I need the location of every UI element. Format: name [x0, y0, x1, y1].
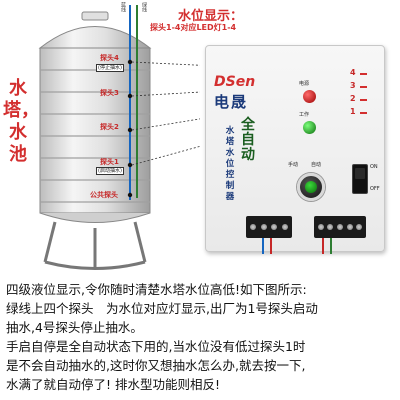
power-led-icon [303, 90, 316, 103]
probe-4-label: 探头4 [100, 54, 119, 62]
red-wire-stub [270, 238, 272, 254]
red-wire-stub-2 [322, 238, 324, 254]
water-level-controller: DSen 电晟 全自动 水塔水位控制器 电源 工作 4 3 2 1 手动 自动 … [205, 45, 385, 252]
level-1-led [360, 112, 367, 114]
description-block: 四级液位显示,令你随时清楚水塔水位高低!如下图所示: 绿线上四个探头 为水位对应… [6, 280, 398, 394]
blue-wire-label: 蓝线 [120, 2, 126, 12]
level-4-number: 4 [350, 68, 356, 77]
description-line-5: 是不会自动抽水的,这时你又想抽水怎么办,就去按一下, [6, 358, 306, 373]
mode-manual-caption: 手动 [288, 162, 299, 168]
tank-dome [38, 26, 152, 49]
brand-logo: DSen [214, 74, 256, 90]
green-wire-label: 绿线 [141, 2, 147, 12]
level-3-led [360, 86, 367, 88]
header-title: 水位显示： [178, 9, 244, 24]
description-line-3: 抽水,4号探头停止抽水。 [6, 320, 143, 335]
probe-3-label: 探头3 [100, 89, 119, 97]
header-subtitle: 探头1-4对应LED灯1-4 [150, 23, 237, 32]
description-line-2: 绿线上四个探头 为水位对应灯显示,出厂为1号探头启动 [6, 301, 318, 316]
work-led-caption: 工作 [299, 112, 310, 118]
level-4-led [360, 73, 367, 75]
power-rocker-switch[interactable] [352, 164, 368, 194]
mode-auto-caption: 自动 [311, 162, 322, 168]
switch-on-caption: ON [370, 164, 378, 170]
brand-name-cn: 电晟 [214, 93, 249, 111]
description-line-4: 手启自停是全自动状态下用的,当水位没有低过探头1时 [6, 339, 306, 354]
terminal-block-left [246, 216, 292, 238]
tank-lid [81, 11, 109, 21]
level-3-number: 3 [350, 81, 356, 90]
terminal-block-right [314, 216, 366, 238]
work-led-icon [303, 121, 316, 134]
description-line-6: 水满了就自动停了! 排水型功能则相反! [6, 377, 220, 392]
tank-side-title: 水塔，水池 [3, 78, 39, 165]
description-line-1: 四级液位显示,令你随时清楚水塔水位高低!如下图所示: [6, 282, 307, 297]
tank-body [39, 47, 151, 214]
level-1-number: 1 [350, 107, 356, 116]
switch-off-caption: OFF [370, 186, 380, 192]
tank-bottom [39, 212, 151, 223]
probe-4-note: (停止抽水) [96, 64, 124, 72]
probe-1-note: (启动抽水) [96, 167, 124, 175]
blue-wire-stub [262, 238, 264, 254]
common-probe-label: 公共探头 [90, 191, 118, 199]
probe-2-label: 探头2 [100, 123, 119, 131]
manual-start-button[interactable] [297, 173, 325, 201]
auto-mode-title: 全自动 [241, 117, 255, 163]
water-tank-illustration [38, 5, 200, 270]
level-2-led [360, 99, 367, 101]
power-led-caption: 电源 [299, 81, 310, 87]
probe-1-label: 探头1 [100, 158, 119, 166]
controller-name: 水塔水位控制器 [225, 126, 235, 202]
level-2-number: 2 [350, 94, 356, 103]
green-wire-stub [330, 238, 332, 254]
